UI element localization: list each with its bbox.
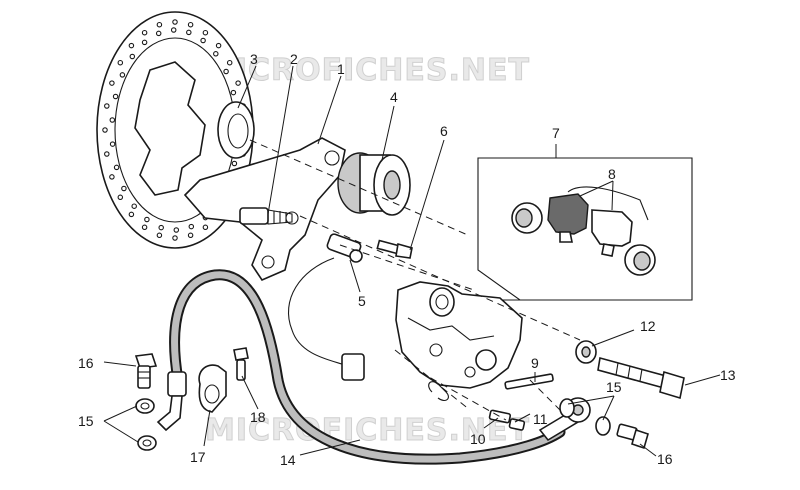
washer — [575, 340, 597, 364]
disc-hole — [172, 235, 178, 241]
pad-pin — [504, 373, 554, 390]
disc-hole — [104, 103, 110, 109]
disc-hole — [104, 151, 110, 157]
disc-hole — [109, 117, 116, 123]
disc-hole — [187, 21, 194, 28]
callout-2: 2 — [290, 51, 298, 67]
callout-11: 11 — [533, 411, 548, 427]
callout-10: 10 — [470, 431, 486, 447]
disc-hole — [144, 216, 150, 223]
disc-hole — [102, 127, 108, 133]
callout-3: 3 — [250, 51, 258, 67]
disc-hole — [158, 224, 164, 231]
callout-12: 12 — [640, 318, 656, 334]
disc-hole — [223, 68, 229, 75]
hose-clamp — [198, 364, 227, 413]
disc-hole — [215, 42, 222, 49]
disc-hole — [113, 164, 120, 171]
disc-hole — [170, 27, 177, 33]
callout-4: 4 — [390, 89, 398, 105]
disc-hole — [230, 89, 237, 96]
disc-hole — [226, 59, 233, 66]
brake-hose — [156, 269, 591, 465]
disc-hole — [131, 203, 137, 209]
watermark-bottom: MICROFICHES.NET — [205, 413, 530, 448]
disc-hole — [188, 223, 195, 230]
disc-hole — [141, 29, 148, 36]
disc-hole — [202, 224, 209, 231]
brake-caliper — [395, 281, 523, 389]
disc-hole — [213, 51, 219, 57]
disc-hole — [141, 39, 148, 46]
disc-hole — [109, 141, 116, 147]
callout-13: 13 — [720, 367, 736, 383]
disc-hole — [172, 19, 178, 25]
disc-hole — [109, 174, 115, 180]
sealing-washers-left — [135, 398, 157, 451]
disc-hole — [128, 211, 135, 218]
disc-hole — [117, 59, 124, 66]
leader-lines — [103, 65, 721, 457]
callout-8: 8 — [608, 166, 616, 182]
slide-pin — [239, 207, 293, 225]
callout-18: 18 — [250, 409, 266, 425]
disc-hole — [156, 21, 163, 28]
disc-hole — [200, 37, 206, 44]
callout-6: 6 — [440, 123, 448, 139]
disc-hole — [186, 29, 192, 36]
disc-hole — [155, 30, 162, 37]
disc-hole — [129, 53, 136, 60]
callout-labels: 1 2 3 4 5 6 7 8 9 10 11 12 13 14 15 15 1… — [78, 51, 736, 468]
disc-hole — [112, 93, 119, 100]
disc-hole — [109, 80, 115, 86]
disc-hole — [119, 72, 126, 78]
disc-hole — [173, 227, 180, 233]
banjo-bolt-left — [134, 353, 158, 389]
pads-kit-box — [440, 144, 693, 301]
speed-sensor — [287, 233, 365, 381]
disc-hole — [128, 42, 135, 49]
callout-16-right: 16 — [657, 451, 673, 467]
screw — [376, 239, 413, 259]
banjo-bolt-right — [616, 423, 649, 450]
callout-17: 17 — [190, 449, 206, 465]
callout-14: 14 — [280, 452, 296, 468]
disc-hole — [202, 29, 209, 36]
disc-hole — [156, 232, 163, 239]
disc-hole — [141, 224, 148, 231]
disc-hole — [121, 185, 127, 192]
watermark-top: MICROFICHES.NET — [205, 53, 530, 88]
clamp-screw — [233, 347, 249, 381]
sealing-washers-right — [559, 398, 611, 436]
callout-15-left: 15 — [78, 413, 94, 429]
disc-hole — [187, 232, 194, 239]
callout-5: 5 — [358, 293, 366, 309]
bolt — [597, 356, 685, 400]
callout-1: 1 — [337, 61, 345, 77]
assembly-lines — [249, 139, 581, 421]
disc-hole — [117, 194, 124, 201]
callout-7: 7 — [552, 125, 560, 141]
bush — [217, 101, 255, 159]
rubber-bush — [337, 152, 411, 216]
disc-hole — [235, 80, 241, 86]
callout-15-right: 15 — [606, 379, 622, 395]
callout-16-left: 16 — [78, 355, 94, 371]
disc-hole — [231, 160, 238, 167]
callout-9: 9 — [531, 355, 539, 371]
